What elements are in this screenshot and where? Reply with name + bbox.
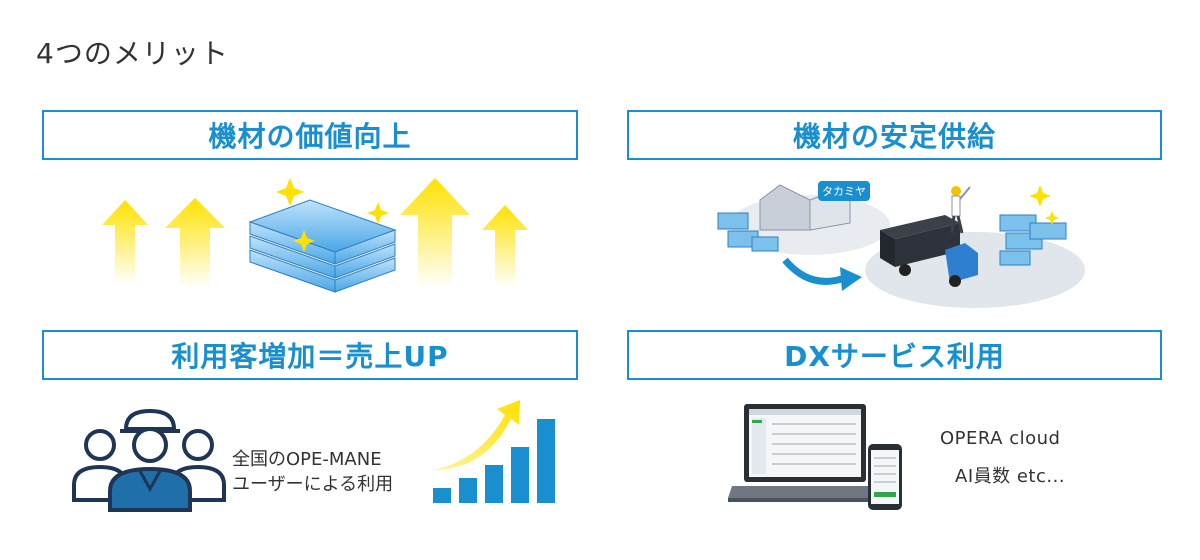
stacked-boards-icon: [248, 199, 397, 293]
growth-bar: [459, 478, 477, 503]
sparkle-icon: [276, 178, 389, 252]
smartphone-icon: [868, 444, 902, 510]
growth-bar: [485, 465, 503, 503]
worker-icon: [950, 186, 971, 234]
panel-header-value-up: 機材の価値向上: [42, 110, 578, 160]
worker-icon: [108, 408, 192, 512]
growth-bar: [433, 488, 451, 503]
laptop-icon: [728, 404, 886, 502]
truck-icon: [880, 215, 978, 287]
warehouse-icon: タカミヤ: [759, 181, 870, 231]
stable-supply-illustration: タカミヤ: [717, 181, 1085, 308]
growth-bar: [511, 447, 529, 503]
warehouse-sign: タカミヤ: [822, 185, 866, 198]
growth-chart-icon: [433, 400, 555, 503]
users-illustration: [72, 408, 226, 512]
panel-header-stable-supply: 機材の安定供給: [627, 110, 1162, 160]
up-arrow-icon: [400, 178, 470, 288]
growth-bar: [537, 419, 555, 503]
up-arrow-icon: [482, 205, 528, 288]
sparkle-icon: [1029, 185, 1059, 225]
users-text-line2: ユーザーによる利用: [232, 474, 394, 495]
dx-text-line2: AI員数 etc...: [955, 466, 1066, 487]
up-arrow-icon: [102, 200, 148, 285]
stacked-boards-icon: [717, 212, 1067, 266]
growth-arrow: [433, 400, 520, 470]
up-arrow-icon: [165, 198, 225, 288]
curved-arrow-icon: [782, 257, 862, 291]
dx-text-line1: OPERA cloud: [940, 428, 1061, 449]
page-title: 4つのメリット: [36, 37, 229, 70]
users-text: 全国のOPE-MANE ユーザーによる利用: [232, 447, 393, 497]
panel-header-dx-service: DXサービス利用: [627, 330, 1162, 380]
users-text-line1: 全国のOPE-MANE: [232, 449, 382, 470]
value-up-illustration: [102, 178, 528, 293]
dx-devices-illustration: [728, 404, 902, 510]
panel-header-sales-up: 利用客増加＝売上UP: [42, 330, 578, 380]
